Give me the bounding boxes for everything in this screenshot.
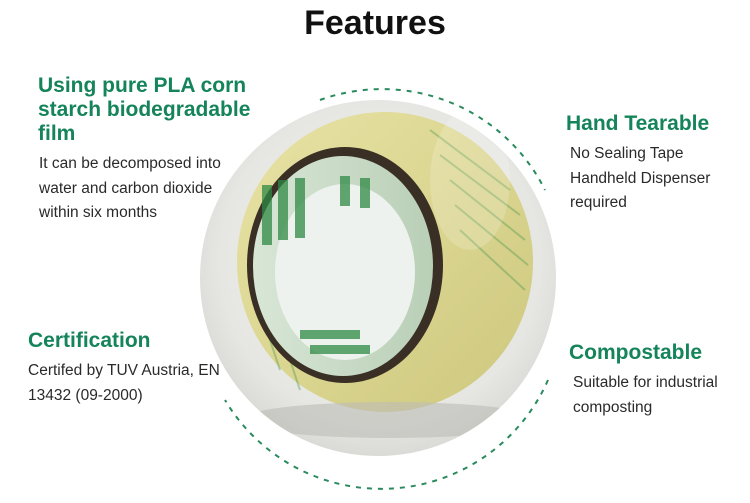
feature-pla-film: Using pure PLA corn starch biodegradable… [38, 74, 278, 226]
feature-heading: Hand Tearable [566, 112, 710, 135]
feature-heading: Compostable [569, 341, 703, 364]
feature-heading: Using pure PLA corn starch biodegradable… [38, 74, 251, 145]
feature-text: It can be decomposed into water and carb… [39, 155, 221, 221]
feature-text: Certifed by TUV Austria, EN 13432 (09-20… [28, 362, 220, 404]
feature-certification: Certification Certifed by TUV Austria, E… [28, 329, 228, 408]
feature-text: No Sealing Tape Handheld Dispenser requi… [570, 145, 711, 211]
dashed-arc-top [319, 88, 546, 191]
feature-hand-tearable: Hand Tearable No Sealing Tape Handheld D… [566, 112, 746, 216]
feature-heading: Certification [28, 329, 151, 352]
feature-text: Suitable for industrial composting [573, 374, 718, 416]
feature-compostable: Compostable Suitable for industrial comp… [569, 341, 749, 420]
dashed-arc-bottom [224, 379, 549, 490]
page-title: Features [304, 4, 446, 42]
